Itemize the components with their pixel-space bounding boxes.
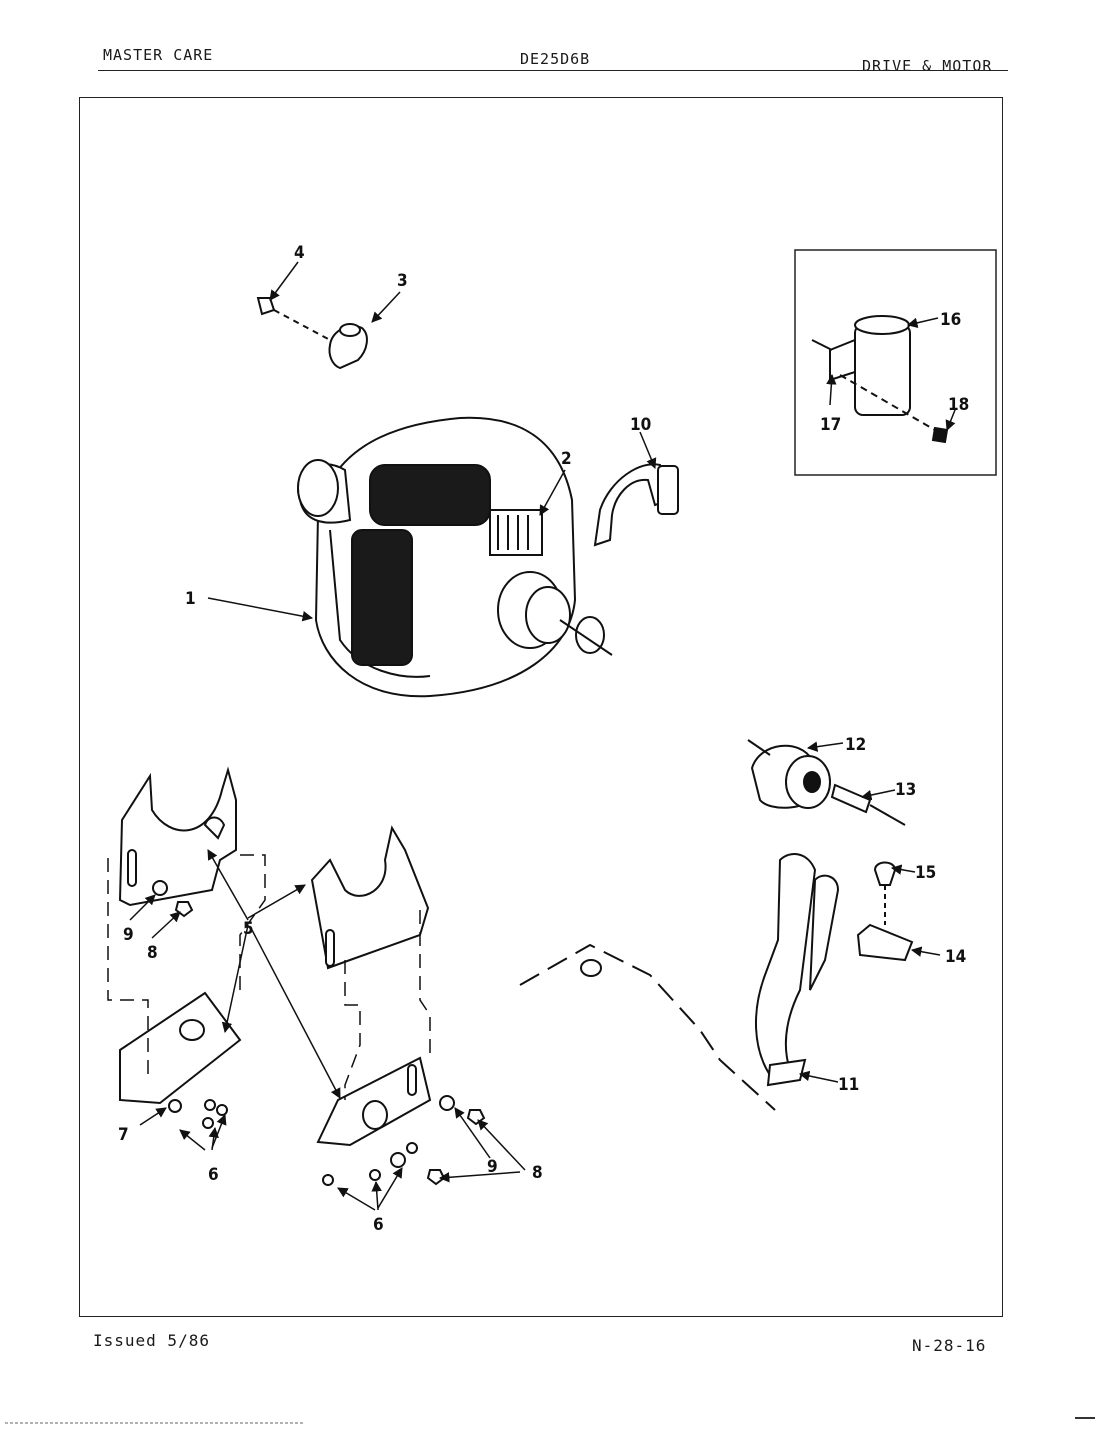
dashed-alignment-lines (107, 854, 431, 1100)
base-plate-right (316, 1056, 432, 1147)
callout-2: 2 (561, 449, 572, 469)
clip-and-screw (256, 297, 368, 370)
diagram-frame (79, 97, 1003, 1317)
callout-8-left: 8 (147, 943, 158, 963)
motor-mount-bracket-right (310, 825, 430, 970)
motor-illustration (297, 416, 613, 698)
callout-14: 14 (945, 947, 966, 967)
callout-12: 12 (845, 735, 866, 755)
footer-page-number: N-28-16 (912, 1336, 987, 1355)
capacitor-inset-box (794, 249, 997, 476)
callout-4: 4 (294, 243, 305, 263)
callout-11: 11 (838, 1075, 859, 1095)
callout-8-right: 8 (532, 1163, 543, 1183)
callout-6-left: 6 (208, 1165, 219, 1185)
idler-assembly (519, 739, 914, 1111)
callout-16: 16 (940, 310, 961, 330)
callout-9-left: 9 (123, 925, 134, 945)
wire-harness (593, 463, 679, 547)
base-plate-left (119, 991, 242, 1105)
callout-3: 3 (397, 271, 408, 291)
callout-17: 17 (820, 415, 841, 435)
header-model-number: DE25D6B (520, 50, 591, 68)
header-rule (98, 70, 1008, 71)
callout-9-right: 9 (487, 1157, 498, 1177)
callout-6-right: 6 (373, 1215, 384, 1235)
callout-13: 13 (895, 780, 916, 800)
callout-5: 5 (243, 919, 254, 939)
footer-issue-date: Issued 5/86 (93, 1331, 210, 1350)
callout-1: 1 (185, 589, 196, 609)
header-left-title: MASTER CARE (103, 46, 214, 64)
callout-15: 15 (915, 863, 936, 883)
callout-10: 10 (630, 415, 651, 435)
callout-18: 18 (948, 395, 969, 415)
callout-leaders (129, 261, 956, 1211)
callout-7: 7 (118, 1125, 129, 1145)
motor-mount-bracket-left (118, 766, 237, 907)
